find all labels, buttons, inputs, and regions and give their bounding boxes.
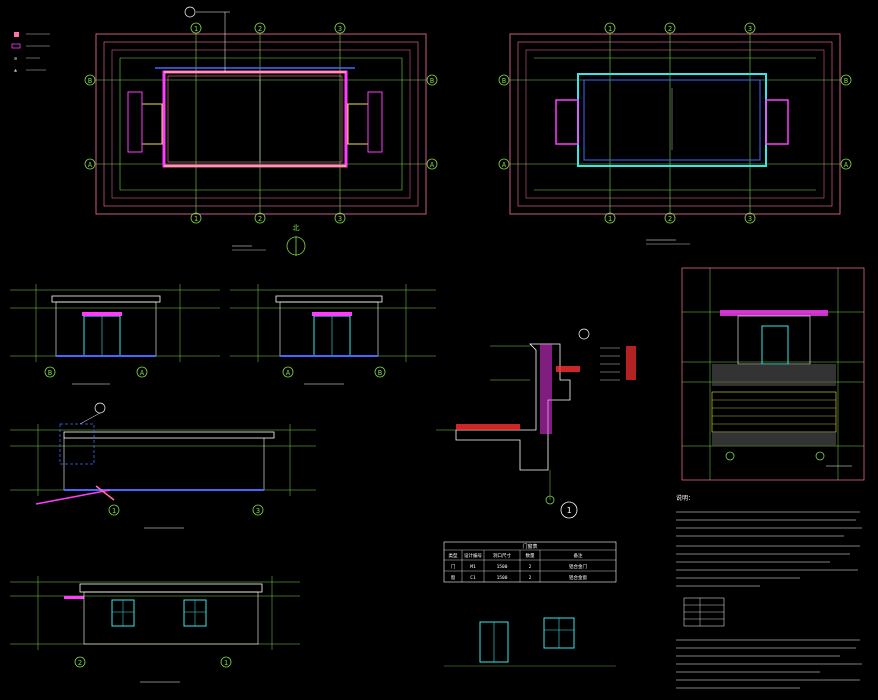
axis-label: 1 — [608, 25, 612, 33]
axis-label: 3 — [256, 507, 260, 515]
axis-label: B — [88, 77, 92, 85]
detail-callout-icon — [560, 501, 578, 519]
roof-plan: 1 2 3 1 2 3 B A B A — [498, 22, 852, 245]
table-cell: 门 — [451, 563, 456, 570]
axis-label: B — [48, 369, 52, 377]
detail-number: 1 — [567, 506, 572, 515]
side-elevation-1: B A — [10, 284, 220, 385]
side-elevation-2: A B — [230, 284, 436, 385]
front-elevation: 2 1 — [10, 576, 300, 683]
axis-label: A — [502, 161, 507, 169]
table-cell: M1 — [470, 564, 476, 570]
table-cell: 1500 — [497, 564, 508, 570]
table-header: 类型 — [449, 552, 458, 559]
legend-item: ≡ — [14, 56, 17, 62]
axis-label: 1 — [224, 659, 228, 667]
axis-label: 2 — [258, 25, 262, 33]
table-header: 设计编号 — [464, 552, 482, 559]
detail-section: 1 — [436, 328, 636, 519]
axis-label: 1 — [112, 507, 116, 515]
axis-label: B — [844, 77, 848, 85]
axis-label: A — [88, 161, 93, 169]
table-header: 备注 — [574, 552, 583, 559]
axis-label: 3 — [748, 25, 752, 33]
table-cell: 窗 — [451, 574, 456, 581]
table-header: 数量 — [526, 552, 535, 559]
axis-label: A — [844, 161, 849, 169]
axis-label: 1 — [194, 215, 198, 223]
axis-label: B — [430, 77, 434, 85]
table-cell: 铝合金窗 — [569, 574, 587, 581]
legend: ≡ ± — [11, 32, 50, 74]
axis-label: 3 — [338, 25, 342, 33]
table-cell: 2 — [529, 564, 532, 570]
axis-label: 2 — [668, 25, 672, 33]
notes-heading: 说明： — [676, 494, 694, 502]
axis-label: 3 — [338, 215, 342, 223]
axis-label: 2 — [258, 215, 262, 223]
axis-label: A — [430, 161, 435, 169]
axis-label: B — [502, 77, 506, 85]
table-cell: 1500 — [497, 575, 508, 581]
legend-item: ± — [14, 68, 17, 74]
axis-label: B — [378, 369, 382, 377]
axis-label: 1 — [608, 215, 612, 223]
axis-label: A — [140, 369, 145, 377]
long-section: 1 3 — [10, 402, 316, 529]
axis-label: 3 — [748, 215, 752, 223]
axis-label: 2 — [668, 215, 672, 223]
window-schedule: 门窗表 类型 设计编号 洞口尺寸 数量 备注 门 M1 1500 2 铝合金门 … — [443, 541, 617, 667]
north-label: 北 — [293, 224, 300, 232]
axis-label: 1 — [194, 25, 198, 33]
cross-section — [681, 267, 865, 481]
design-notes: 说明： — [676, 494, 862, 689]
table-cell: 2 — [529, 575, 532, 581]
table-cell: C1 — [470, 575, 476, 581]
table-header: 洞口尺寸 — [493, 552, 511, 559]
floor-plan-1: 1 2 3 1 2 3 B A B A 北 — [84, 6, 438, 256]
table-title: 门窗表 — [522, 543, 537, 550]
axis-label: 2 — [78, 659, 82, 667]
axis-label: A — [286, 369, 291, 377]
table-cell: 铝合金门 — [569, 563, 587, 570]
